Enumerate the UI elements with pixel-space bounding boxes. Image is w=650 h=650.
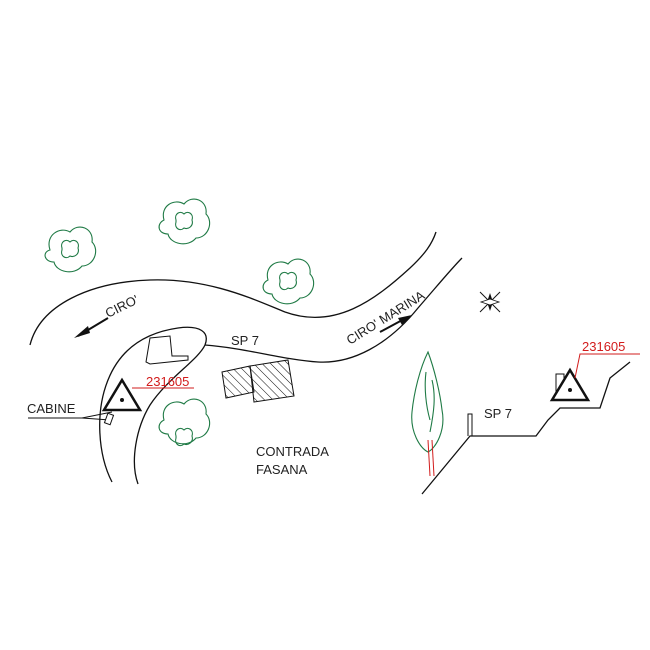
cypress-tree-icon <box>411 350 444 453</box>
road-inner-edge <box>99 326 207 485</box>
plan-view: CIRO' CIRO' MARINA SP 7 <box>27 198 463 485</box>
cypress-trunk <box>427 439 435 477</box>
label-fasana: FASANA <box>256 462 308 477</box>
tree-icon <box>262 258 315 305</box>
terrain-profile <box>421 361 631 495</box>
label-sp7-plan: SP 7 <box>231 333 259 348</box>
tree-icon <box>158 198 211 245</box>
label-ciro: CIRO' <box>103 292 141 321</box>
arrow-to-ciro-marina <box>379 315 412 333</box>
tree-icon <box>158 398 211 447</box>
label-contrada: CONTRADA <box>256 444 329 459</box>
label-sp7-section: SP 7 <box>484 406 512 421</box>
label-cabine: CABINE <box>27 401 76 416</box>
benchmark-id-plan: 231605 <box>146 374 189 389</box>
road-inner-edge-east <box>204 257 463 363</box>
benchmark-marker-plan <box>101 377 143 412</box>
cabine-box <box>103 412 115 426</box>
compass-rose-icon <box>479 291 501 313</box>
small-structure <box>145 335 189 365</box>
road-outer-edge <box>29 231 437 346</box>
benchmark-id-section: 231605 <box>582 339 625 354</box>
tree-icon <box>44 226 97 273</box>
hatched-building <box>249 359 295 403</box>
label-ciro-marina: CIRO' MARINA <box>344 287 428 347</box>
arrow-to-ciro <box>74 317 109 338</box>
road-surface-section <box>467 413 473 436</box>
benchmark-marker-section <box>549 367 591 402</box>
hatched-building <box>221 365 255 399</box>
section-view: SP 7 231605 <box>411 339 640 495</box>
benchmark-leader-section <box>574 353 640 379</box>
